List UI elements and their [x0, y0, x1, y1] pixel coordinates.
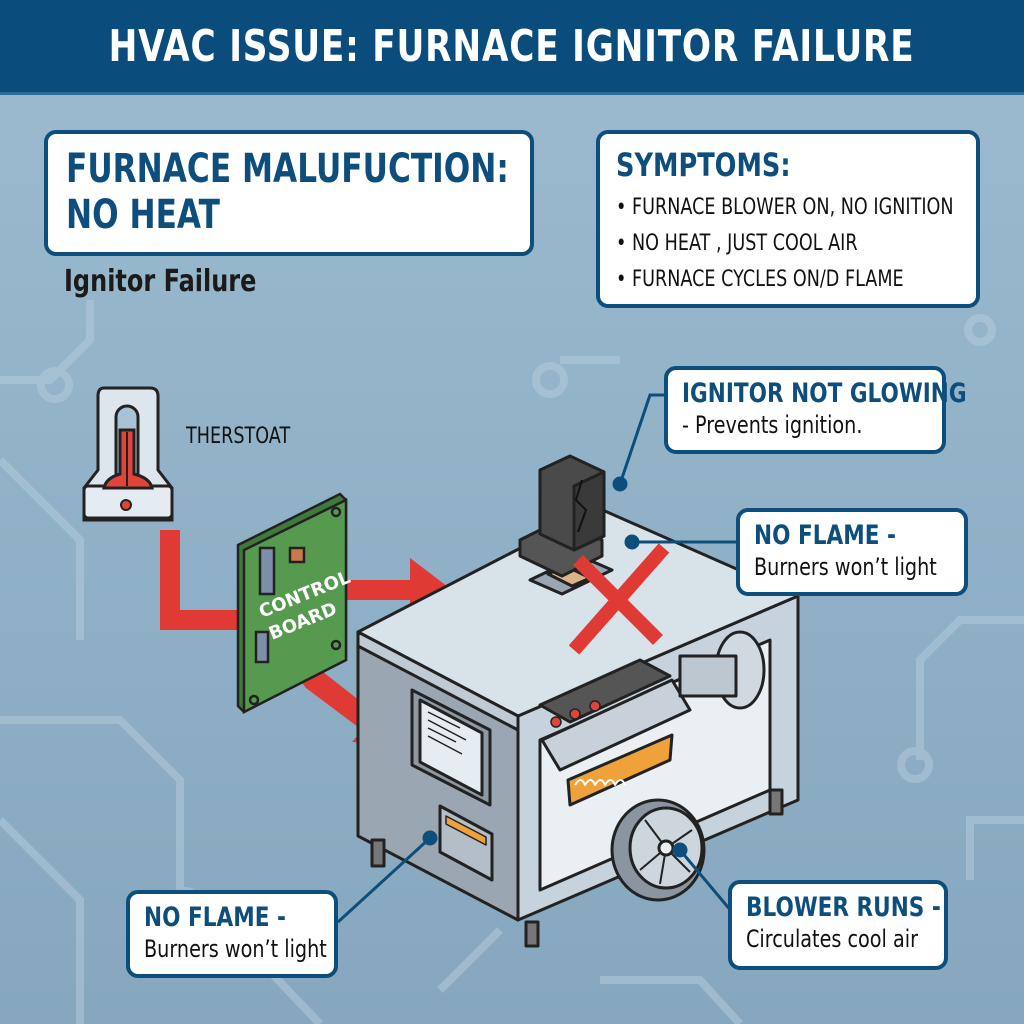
header-banner: HVAC ISSUE: FURNACE IGNITOR FAILURE: [0, 0, 1024, 95]
symptoms-list: • FURNACE BLOWER ON, NO IGNITION • NO HE…: [616, 190, 960, 298]
callout-ignitor-heading: IGNITOR NOT GLOWING: [682, 378, 967, 409]
callout-no-flame-right-desc: Burners won’t light: [754, 553, 937, 581]
callout-blower-desc: Circulates cool air: [746, 925, 918, 953]
callout-leaders: [336, 393, 738, 924]
title-line-1: FURNACE MALUFUCTION:: [66, 146, 509, 192]
callout-ignitor: IGNITOR NOT GLOWING - Prevents ignition.: [664, 366, 967, 454]
callout-no-flame-left: NO FLAME - Burners won’t light: [126, 890, 338, 978]
symptom-item: • FURNACE CYCLES ON/D FLAME: [616, 267, 904, 292]
callout-no-flame-left-desc: Burners won’t light: [144, 935, 327, 963]
control-board: CONTROL BOARD: [236, 492, 353, 715]
furnace-unit: [356, 454, 800, 948]
callout-no-flame-left-heading: NO FLAME -: [144, 902, 286, 933]
symptoms-heading: SYMPTOMS:: [616, 146, 791, 184]
callout-blower-heading: BLOWER RUNS -: [746, 892, 941, 923]
callout-no-flame-right-heading: NO FLAME -: [754, 520, 896, 551]
callout-ignitor-desc: - Prevents ignition.: [682, 411, 863, 439]
callout-no-flame-right: NO FLAME - Burners won’t light: [736, 508, 968, 596]
page-title: HVAC ISSUE: FURNACE IGNITOR FAILURE: [109, 20, 915, 72]
title-box: FURNACE MALUFUCTION: NO HEAT: [44, 130, 534, 256]
subtitle: Ignitor Failure: [64, 264, 257, 299]
symptom-item: • NO HEAT , JUST COOL AIR: [616, 231, 858, 256]
thermostat-label: THERSTOAT: [186, 424, 291, 449]
title-line-2: NO HEAT: [66, 192, 220, 238]
failure-x-icon: [568, 543, 670, 655]
callout-blower: BLOWER RUNS - Circulates cool air: [728, 880, 948, 970]
symptoms-box: SYMPTOMS: • FURNACE BLOWER ON, NO IGNITI…: [596, 130, 980, 308]
thermometer-icon: [82, 386, 174, 522]
